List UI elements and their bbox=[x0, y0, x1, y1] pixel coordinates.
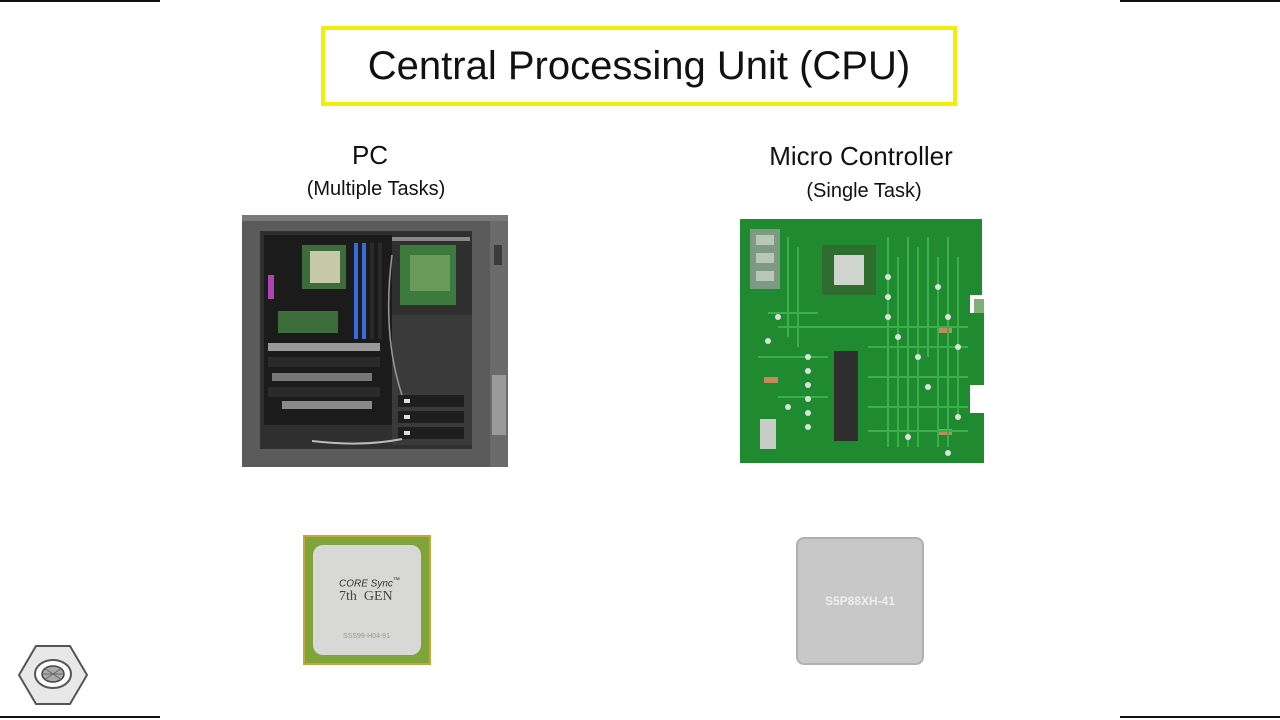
top-right-edge bbox=[1120, 0, 1280, 2]
cpu-gen-label: 7th GEN bbox=[339, 589, 393, 604]
cpu-trademark-mark: ™ bbox=[392, 577, 400, 584]
top-left-edge bbox=[0, 0, 160, 2]
pc-heading: PC bbox=[351, 140, 389, 170]
mc-subheading: (Single Task) bbox=[806, 180, 922, 202]
cpu-brand-label: CORE Sync bbox=[339, 578, 393, 590]
microcontroller-chip: S5P88XH-41 bbox=[796, 537, 924, 665]
cpu-heat-spreader: CORE Sync™ 7th GEN SSS99-H04-91 bbox=[313, 545, 421, 655]
pc-cpu-chip: CORE Sync™ 7th GEN SSS99-H04-91 bbox=[303, 535, 431, 665]
microcontroller-chip-label: S5P88XH-41 bbox=[824, 594, 896, 608]
hex-nut-icon bbox=[18, 645, 88, 705]
mc-heading: Micro Controller bbox=[769, 141, 953, 171]
bottom-left-edge bbox=[0, 716, 160, 718]
page-title: Central Processing Unit (CPU) bbox=[367, 43, 911, 88]
microcontroller-board-image bbox=[740, 219, 984, 463]
title-box: Central Processing Unit (CPU) bbox=[321, 26, 957, 106]
pc-subheading: (Multiple Tasks) bbox=[306, 178, 446, 200]
pc-case-image bbox=[242, 215, 508, 467]
cpu-serial-label: SSS99-H04-91 bbox=[343, 633, 391, 640]
bottom-right-edge bbox=[1120, 716, 1280, 718]
